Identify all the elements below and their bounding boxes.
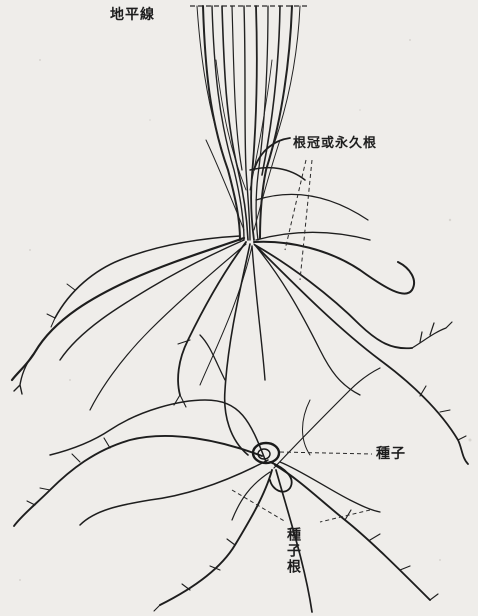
seed-roots-label: 種子根 bbox=[286, 527, 300, 575]
crown-roots bbox=[12, 138, 468, 464]
crown-roots-label: 根冠或永久根 bbox=[293, 137, 377, 150]
stem-bundle bbox=[197, 6, 300, 240]
seed-label: 種子 bbox=[376, 447, 406, 461]
ground-line-label: 地平線 bbox=[110, 8, 155, 22]
seed bbox=[253, 443, 292, 492]
